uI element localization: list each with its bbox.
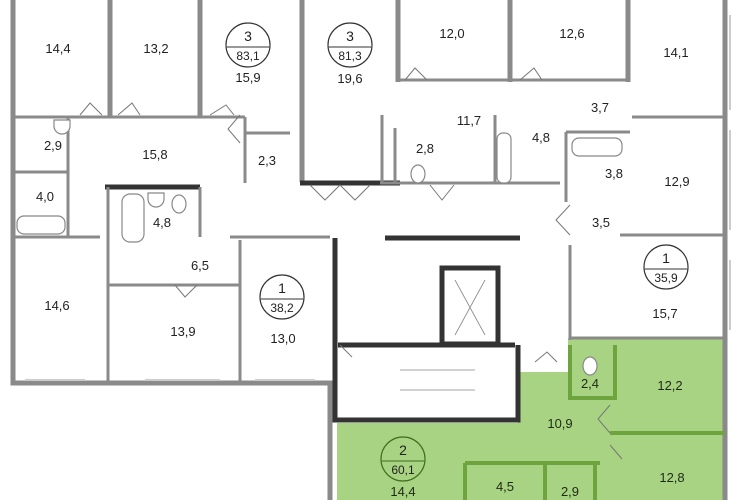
bathtub-icon xyxy=(496,132,512,184)
apartment-rooms: 3 xyxy=(244,28,252,44)
room-area: 2,4 xyxy=(581,376,599,391)
room-area: 3,5 xyxy=(592,215,610,230)
bathtub-icon xyxy=(16,215,66,235)
room-area: 12,9 xyxy=(664,174,689,189)
walls xyxy=(10,0,731,500)
room-area: 14,4 xyxy=(390,484,415,499)
toilet-icon xyxy=(171,194,187,214)
room-area: 15,9 xyxy=(235,70,260,85)
sink-icon xyxy=(53,119,71,135)
room-area: 15,8 xyxy=(142,147,167,162)
room-area: 3,7 xyxy=(591,100,609,115)
room-area: 4,5 xyxy=(496,479,514,494)
room-area: 2,3 xyxy=(258,153,276,168)
room-area: 2,8 xyxy=(416,141,434,156)
apartment-rooms: 3 xyxy=(346,28,354,44)
room-labels: 14,4 13,2 15,9 19,6 12,0 12,6 14,1 15,8 … xyxy=(36,26,690,499)
apartment-badge[interactable]: 1 35,9 xyxy=(643,244,689,290)
room-area: 4,0 xyxy=(36,189,54,204)
apartment-badge[interactable]: 1 38,2 xyxy=(259,274,305,320)
room-area: 12,2 xyxy=(657,378,682,393)
apartment-rooms: 1 xyxy=(278,280,286,296)
apartment-rooms: 2 xyxy=(399,442,407,458)
room-area: 13,9 xyxy=(170,324,195,339)
room-area: 13,0 xyxy=(270,331,295,346)
room-area: 12,8 xyxy=(659,470,684,485)
room-area: 14,4 xyxy=(45,41,70,56)
toilet-icon xyxy=(410,164,426,184)
room-area: 19,6 xyxy=(337,71,362,86)
room-area: 2,9 xyxy=(561,484,579,499)
room-area: 10,9 xyxy=(547,416,572,431)
apartment-area: 83,1 xyxy=(236,49,260,63)
room-area: 11,7 xyxy=(457,113,481,128)
room-area: 4,8 xyxy=(532,130,550,145)
sink-icon xyxy=(147,192,165,208)
apartment-rooms: 1 xyxy=(662,250,670,266)
apartment-area: 60,1 xyxy=(391,463,415,477)
room-area: 4,8 xyxy=(153,215,171,230)
room-area: 12,6 xyxy=(559,26,584,41)
apartment-area: 38,2 xyxy=(270,301,294,315)
apartment-badge[interactable]: 3 83,1 xyxy=(225,22,271,68)
toilet-icon xyxy=(582,356,598,376)
apartment-badge[interactable]: 3 81,3 xyxy=(327,22,373,68)
apartment-badge[interactable]: 2 60,1 xyxy=(380,436,426,482)
apartment-area: 35,9 xyxy=(654,271,678,285)
room-area: 12,0 xyxy=(439,26,464,41)
bathtub-icon xyxy=(121,193,145,243)
room-area: 14,1 xyxy=(663,45,688,60)
room-area: 14,6 xyxy=(44,298,69,313)
bathtub-icon xyxy=(571,137,623,157)
room-area: 2,9 xyxy=(44,138,62,153)
door-icon xyxy=(79,67,623,460)
room-area: 13,2 xyxy=(143,41,168,56)
highlighted-apartment[interactable] xyxy=(337,338,725,500)
room-area: 3,8 xyxy=(605,166,623,181)
room-area: 6,5 xyxy=(191,258,209,273)
apartment-area: 81,3 xyxy=(338,49,362,63)
room-area: 15,7 xyxy=(652,306,677,321)
